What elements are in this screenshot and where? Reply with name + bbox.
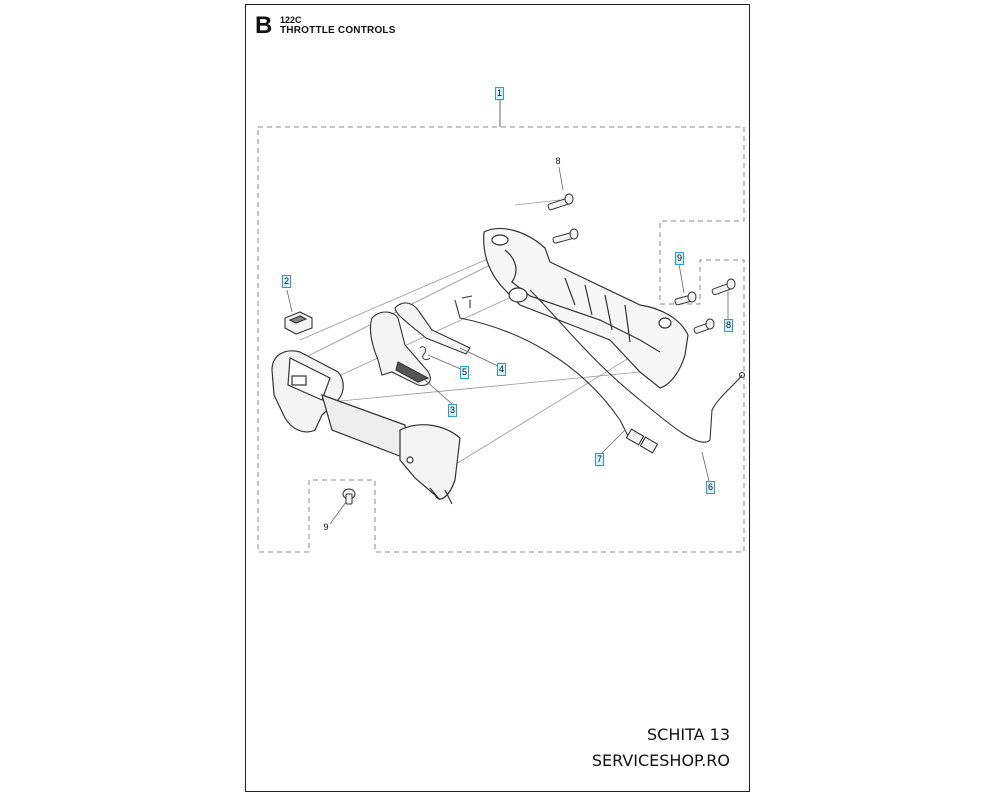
screw-part-9-bottom — [342, 488, 356, 505]
shop-name: SERVICESHOP.RO — [591, 751, 730, 770]
throttle-cable-part-7 — [454, 295, 659, 454]
screw-part-8-right — [693, 278, 736, 334]
sheet-number: SCHITA 13 — [647, 725, 730, 744]
screw-part-8-second — [552, 228, 579, 244]
spring-part-5 — [419, 346, 431, 361]
screw-part-9-right — [674, 291, 697, 306]
diagram-title: THROTTLE CONTROLS — [280, 25, 396, 36]
callout-8-right: 8 — [724, 319, 733, 332]
callout-7: 7 — [595, 453, 604, 466]
screw-part-8-top — [547, 193, 574, 211]
handle-housing-rear — [483, 227, 689, 389]
callout-6: 6 — [706, 481, 715, 494]
callout-4: 4 — [497, 363, 506, 376]
callout-9-right: 9 — [675, 252, 684, 265]
assembly-group-outline — [257, 126, 745, 553]
callout-2: 2 — [282, 275, 291, 288]
model-number: 122C — [280, 15, 302, 25]
throttle-lever-part-4 — [394, 302, 471, 355]
callout-9-bottom: 9 — [323, 522, 329, 532]
callout-8-top: 8 — [555, 156, 561, 166]
handle-front-with-tube — [271, 350, 461, 505]
callout-3: 3 — [448, 404, 457, 417]
callout-5: 5 — [460, 366, 469, 379]
leader-lines — [286, 166, 729, 525]
section-letter: B — [255, 12, 273, 39]
stop-wire-part-6 — [529, 289, 746, 443]
switch-part-2 — [284, 311, 313, 335]
callout-1: 1 — [495, 87, 504, 100]
throttle-trigger-part-3 — [369, 311, 431, 387]
